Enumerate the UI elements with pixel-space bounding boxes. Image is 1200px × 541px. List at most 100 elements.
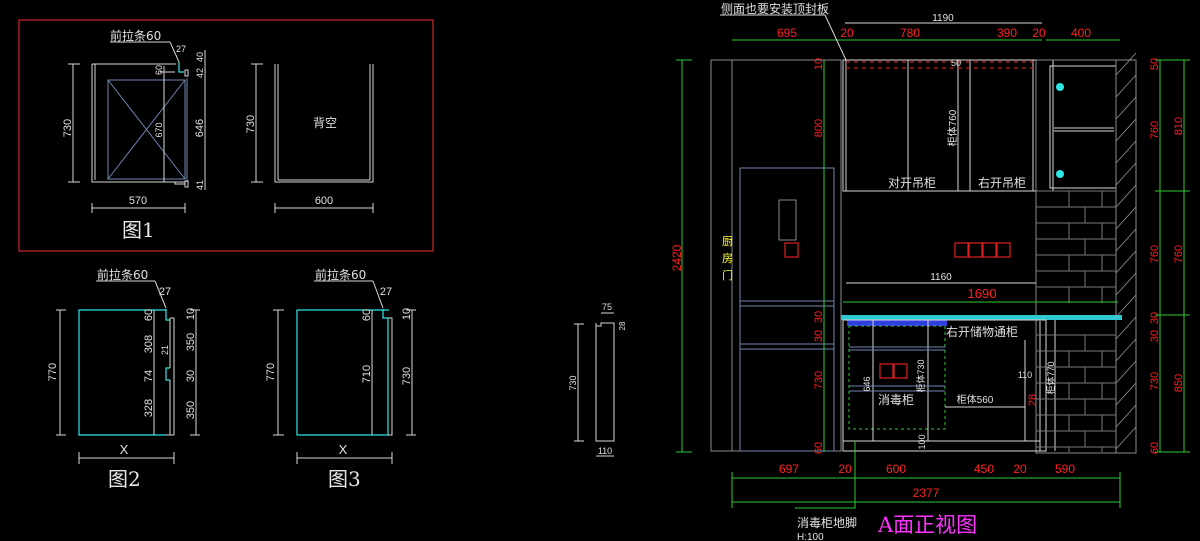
socket-group	[784, 242, 1011, 379]
figure1-right-height: 730	[245, 115, 257, 133]
right-inner-3: 30	[1149, 312, 1161, 324]
wall-hatch	[1115, 52, 1137, 450]
elevation-title: A面正视图	[877, 513, 977, 537]
figure1-rail: 60	[154, 65, 164, 75]
figure2-left-dim-2: 74	[143, 370, 155, 382]
elevation-structure	[710, 59, 1137, 454]
figure1-height: 730	[62, 119, 74, 137]
figure3-width: X	[339, 442, 348, 457]
wall-cab-body: 柜体760	[946, 109, 959, 146]
figure1-rail-depth: 27	[176, 44, 186, 54]
sterilizer-label: 消毒柜	[878, 393, 914, 407]
figure3-panel	[273, 280, 416, 464]
figure2-right-dim-2: 30	[185, 370, 197, 382]
figure2-panel	[56, 280, 200, 464]
right-inner-1: 760	[1149, 121, 1161, 139]
top-dim-2: 780	[900, 26, 920, 40]
wall-cab-left-label: 对开吊柜	[888, 176, 936, 190]
figure1-caption: 图1	[122, 218, 155, 242]
counter-white: 1160	[930, 272, 952, 283]
dimension-lines	[676, 39, 1190, 509]
socket-icon	[968, 242, 983, 258]
figure2-callout: 前拉条60	[97, 267, 148, 282]
bottom-dim-5: 590	[1055, 462, 1075, 476]
figure2-left-dim-3: 328	[143, 399, 155, 417]
left-dim-0: 10	[813, 58, 825, 70]
door-label-1: 厨	[722, 235, 733, 248]
figure1-gap: 42	[195, 68, 205, 78]
counter-red: 1690	[968, 286, 997, 301]
bottom-dim-2: 600	[886, 462, 906, 476]
hinge-icon	[1056, 170, 1064, 178]
countertop	[841, 315, 1122, 320]
overall-height: 2420	[670, 244, 684, 271]
dim-top-white: 1190	[932, 13, 954, 24]
right-inner-2: 760	[1149, 245, 1161, 263]
figure3-caption: 图3	[328, 467, 361, 491]
figure1-width: 570	[129, 195, 147, 207]
figure1-right-width: 600	[315, 195, 333, 207]
bottom-dim-3: 450	[974, 462, 994, 476]
profile-section	[574, 312, 615, 457]
figure1-door: 646	[194, 119, 206, 137]
figure3-right-dim-1: 730	[401, 367, 413, 385]
socket-icon	[996, 242, 1011, 258]
figure1-right-note: 背空	[313, 116, 337, 130]
bottom-dim-4: 20	[1013, 462, 1027, 476]
dim-28: 28	[1027, 394, 1039, 406]
figure1-callout: 前拉条60	[110, 28, 161, 43]
profile-notch: 28	[618, 321, 627, 330]
figure2-right-dim-0: 10	[185, 308, 197, 320]
figure3-left-dim-1: 710	[361, 365, 373, 383]
top-dim-5: 400	[1071, 26, 1091, 40]
right-inner-0: 50	[1149, 58, 1161, 70]
socket-icon	[982, 242, 997, 258]
socket-icon	[879, 363, 894, 379]
top-dim-0: 695	[777, 26, 797, 40]
note-bottom-h: H:100	[797, 532, 824, 541]
figure3-height: 770	[265, 363, 277, 381]
figure2-rail-depth: 27	[159, 286, 171, 298]
sterilizer-body: 柜体730	[915, 359, 926, 392]
hinge-icon	[1056, 83, 1064, 91]
brick-wall	[1036, 190, 1116, 452]
right-inner-6: 60	[1149, 442, 1161, 454]
left-dim-5: 60	[813, 442, 825, 454]
left-dim-4: 730	[813, 371, 825, 389]
figure3-callout: 前拉条60	[315, 267, 366, 282]
figure2-caption: 图2	[108, 467, 141, 491]
sterilizer-h: 646	[862, 376, 872, 391]
socket-icon	[784, 242, 799, 258]
note-bottom: 消毒柜地脚	[797, 515, 857, 530]
right-inner-5: 730	[1149, 372, 1161, 390]
figure2-left-dim-0: 60	[143, 309, 155, 321]
figure2-mid: 21	[160, 345, 170, 355]
figure1-right-cabinet	[251, 63, 374, 213]
figure2-right-dim-3: 350	[185, 401, 197, 419]
hinge-icons	[1056, 83, 1064, 178]
figure3-rail-depth: 27	[380, 286, 392, 298]
figure2-width: X	[120, 442, 129, 457]
left-dim-3: 30	[813, 330, 825, 342]
socket-icon	[893, 363, 908, 379]
figure1-bottom: 41	[195, 180, 205, 190]
top-dim-1: 20	[840, 26, 854, 40]
door-label-2: 房	[722, 252, 733, 265]
figure3-right-dim-0: 10	[401, 308, 413, 320]
top-dim-4: 20	[1032, 26, 1046, 40]
bottom-dim-1: 20	[838, 462, 852, 476]
figure1-left-cabinet	[68, 41, 206, 213]
base-body: 柜体560	[957, 393, 994, 406]
note-top: 侧面也要安装顶封板	[721, 1, 829, 16]
figure2-right-dim-1: 350	[185, 333, 197, 351]
wall-cab-right-label: 右开吊柜	[978, 175, 1026, 190]
top-dim-3: 390	[997, 26, 1017, 40]
left-dim-1: 800	[813, 119, 825, 137]
dim-110: 110	[1018, 370, 1032, 380]
bottom-total: 2377	[913, 486, 940, 500]
dim-100: 100	[917, 434, 927, 449]
socket-icon	[954, 242, 969, 258]
figure2-left-dim-1: 308	[143, 335, 155, 353]
right-outer-1: 760	[1173, 245, 1185, 263]
